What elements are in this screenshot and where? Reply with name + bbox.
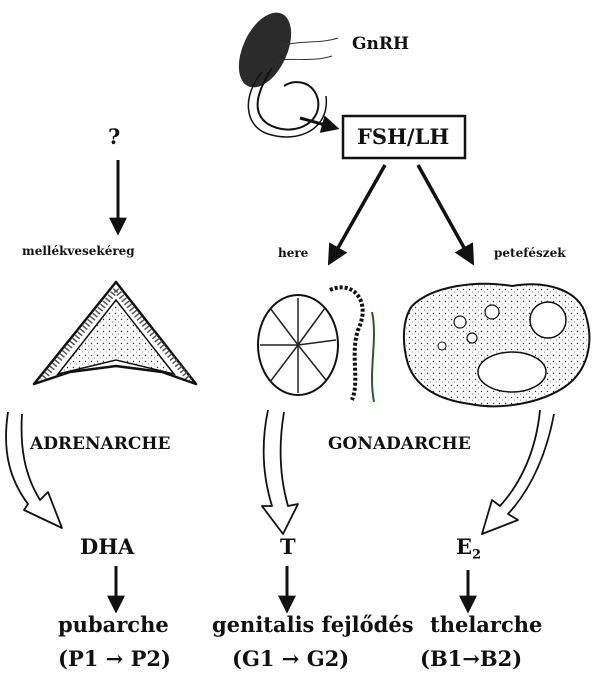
fsh-lh-label: FSH/LH — [357, 124, 449, 149]
pituitary-drawing — [228, 4, 338, 137]
adrenal-cortex-label: mellékvesekéreg — [22, 244, 135, 258]
gonadarche-label: GONADARCHE — [328, 434, 471, 454]
ovary-drawing — [404, 284, 589, 406]
ovary-label: petefészek — [494, 246, 566, 260]
breast-stage-label: (B1→B2) — [420, 646, 522, 671]
testis-to-t-open-arrow — [262, 410, 298, 534]
adrenal-to-dha-open-arrow — [6, 412, 62, 528]
thelarche-label: thelarche — [430, 612, 542, 637]
genital-stage-label: (G1 → G2) — [232, 646, 349, 671]
gnrh-label: GnRH — [352, 34, 409, 54]
pituitary-to-fsh-arrow — [300, 118, 336, 128]
pubic-stage-label: (P1 → P2) — [58, 646, 171, 671]
testis-label: here — [278, 246, 308, 260]
unknown-factor-label: ? — [108, 124, 120, 149]
fsh-to-testis-arrow — [330, 165, 385, 262]
testosterone-label: T — [280, 534, 296, 559]
ovary-to-e2-open-arrow — [482, 410, 554, 534]
genital-development-label: genitalis fejlődés — [212, 612, 414, 637]
dha-label: DHA — [80, 534, 134, 559]
pubarche-label: pubarche — [58, 612, 169, 637]
adrenal-cortex-drawing — [34, 282, 196, 384]
estradiol-label: E2 — [456, 534, 481, 563]
fsh-to-ovary-arrow — [418, 165, 472, 262]
adrenarche-label: ADRENARCHE — [30, 434, 170, 454]
testis-drawing — [258, 287, 374, 402]
